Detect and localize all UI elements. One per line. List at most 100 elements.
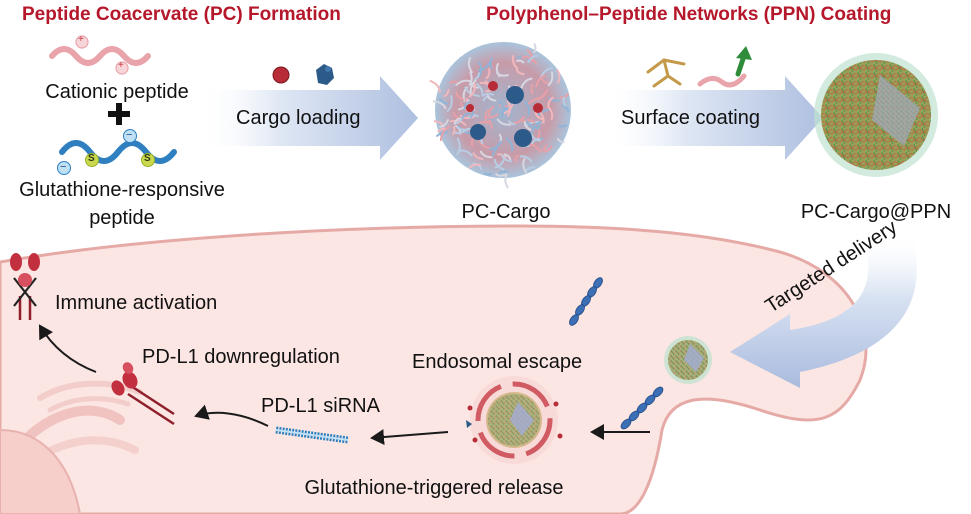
negative-charge-1: − bbox=[60, 161, 67, 173]
pc-fiber bbox=[524, 100, 531, 115]
pc-fiber bbox=[469, 79, 477, 97]
polyphenol-icon bbox=[646, 58, 686, 88]
pc-fiber bbox=[456, 126, 472, 131]
pc-fiber bbox=[536, 89, 548, 100]
pc-fiber bbox=[467, 114, 479, 119]
pc-fiber bbox=[558, 124, 568, 128]
membrane-receptor-icon-2 bbox=[620, 386, 664, 430]
pc-fiber bbox=[535, 74, 546, 88]
pc-fiber bbox=[522, 119, 536, 123]
pc-fiber bbox=[523, 121, 532, 131]
label-cationic-peptide: Cationic peptide bbox=[45, 81, 189, 103]
pc-fiber bbox=[537, 129, 541, 138]
pc-fiber bbox=[547, 96, 554, 107]
thiol-s-1: S bbox=[88, 153, 95, 164]
antibody-icon bbox=[10, 253, 40, 320]
pc-fiber bbox=[495, 173, 507, 177]
label-gsh-release: Glutathione-triggered release bbox=[304, 477, 564, 499]
pc-fiber bbox=[474, 72, 480, 81]
pc-fiber bbox=[542, 108, 551, 113]
pc-fiber bbox=[477, 62, 491, 72]
label-pc-cargo-ppn: PC-Cargo@PPN bbox=[800, 201, 952, 223]
pc-fiber bbox=[531, 137, 541, 144]
pc-fiber bbox=[439, 119, 449, 128]
arrow-surface-coating bbox=[610, 76, 823, 160]
label-immune-activation: Immune activation bbox=[55, 292, 218, 314]
pc-fiber bbox=[515, 68, 525, 76]
pc-cargo-ppn-particle bbox=[814, 53, 938, 177]
pc-fiber bbox=[533, 43, 537, 54]
plus-sign-icon bbox=[108, 103, 130, 125]
pdl1-receptor-icon bbox=[111, 362, 175, 426]
pc-fiber bbox=[493, 158, 505, 171]
arrow-to-sirna bbox=[370, 429, 449, 446]
pc-fiber bbox=[543, 145, 553, 153]
pc-fiber bbox=[437, 127, 446, 133]
gsh-responsive-peptide-icon bbox=[57, 129, 177, 175]
pc-fiber bbox=[485, 113, 499, 119]
pc-fiber bbox=[479, 150, 493, 159]
pc-fiber bbox=[519, 155, 533, 163]
label-cargo-loading: Cargo loading bbox=[236, 107, 361, 129]
pc-fiber bbox=[556, 137, 565, 144]
pc-fiber bbox=[492, 147, 498, 157]
cell-body bbox=[0, 224, 868, 514]
thiol-s-2: S bbox=[144, 153, 151, 164]
pc-fiber bbox=[504, 173, 509, 189]
pc-fiber bbox=[446, 95, 453, 112]
pc-fiber bbox=[467, 57, 473, 74]
pc-fiber bbox=[506, 99, 511, 117]
label-pdl1-downregulation: PD-L1 downregulation bbox=[142, 346, 340, 368]
pc-fiber bbox=[547, 105, 554, 121]
pc-fiber bbox=[547, 97, 560, 102]
pc-fiber bbox=[505, 137, 514, 152]
pc-fiber bbox=[525, 166, 536, 172]
pc-fiber bbox=[455, 79, 472, 86]
arrow-to-pdl1 bbox=[194, 404, 269, 427]
pc-fiber bbox=[453, 117, 461, 125]
pc-fiber bbox=[503, 153, 512, 161]
pc-fiber bbox=[454, 118, 463, 125]
pc-fiber bbox=[489, 140, 502, 150]
pc-fiber bbox=[489, 57, 494, 69]
pc-fiber bbox=[520, 77, 533, 89]
pc-fiber bbox=[468, 71, 473, 86]
pc-fiber bbox=[496, 118, 512, 126]
pc-fiber bbox=[432, 100, 447, 110]
pc-fiber bbox=[439, 126, 450, 142]
pc-fiber bbox=[526, 48, 534, 62]
pc-fiber bbox=[443, 88, 450, 98]
pc-fiber bbox=[456, 137, 461, 155]
pc-fiber bbox=[449, 80, 459, 84]
pc-fiber bbox=[498, 170, 509, 175]
pc-fiber bbox=[530, 133, 541, 142]
pc-fiber bbox=[488, 105, 495, 117]
pc-fiber bbox=[459, 114, 476, 120]
pc-fiber bbox=[534, 111, 544, 121]
pc-fiber bbox=[479, 120, 490, 125]
pc-fiber bbox=[511, 55, 519, 70]
label-gsh-peptide-2: peptide bbox=[89, 207, 155, 229]
enzyme-cargo-icon bbox=[316, 64, 334, 85]
label-pdl1-sirna: PD-L1 siRNA bbox=[261, 395, 380, 417]
pc-fiber bbox=[522, 158, 527, 174]
pc-fiber bbox=[483, 92, 494, 96]
pc-fiber bbox=[530, 84, 534, 95]
sirna-icon bbox=[275, 426, 349, 444]
positive-charge-1: + bbox=[78, 34, 84, 45]
pc-fiber bbox=[438, 97, 449, 105]
pc-fiber bbox=[500, 108, 507, 119]
label-endosomal-escape: Endosomal escape bbox=[412, 351, 583, 373]
protein-cargo-icon bbox=[272, 66, 290, 84]
pc-fiber bbox=[484, 109, 489, 123]
pc-fiber bbox=[463, 101, 471, 110]
er-membrane bbox=[37, 380, 143, 401]
pc-fiber bbox=[496, 72, 509, 77]
pc-fiber bbox=[485, 68, 491, 80]
pc-fiber bbox=[468, 163, 482, 169]
pc-fiber bbox=[514, 154, 519, 163]
pc-fiber bbox=[455, 91, 465, 101]
pc-fiber bbox=[478, 61, 483, 78]
pc-fiber bbox=[556, 69, 561, 84]
